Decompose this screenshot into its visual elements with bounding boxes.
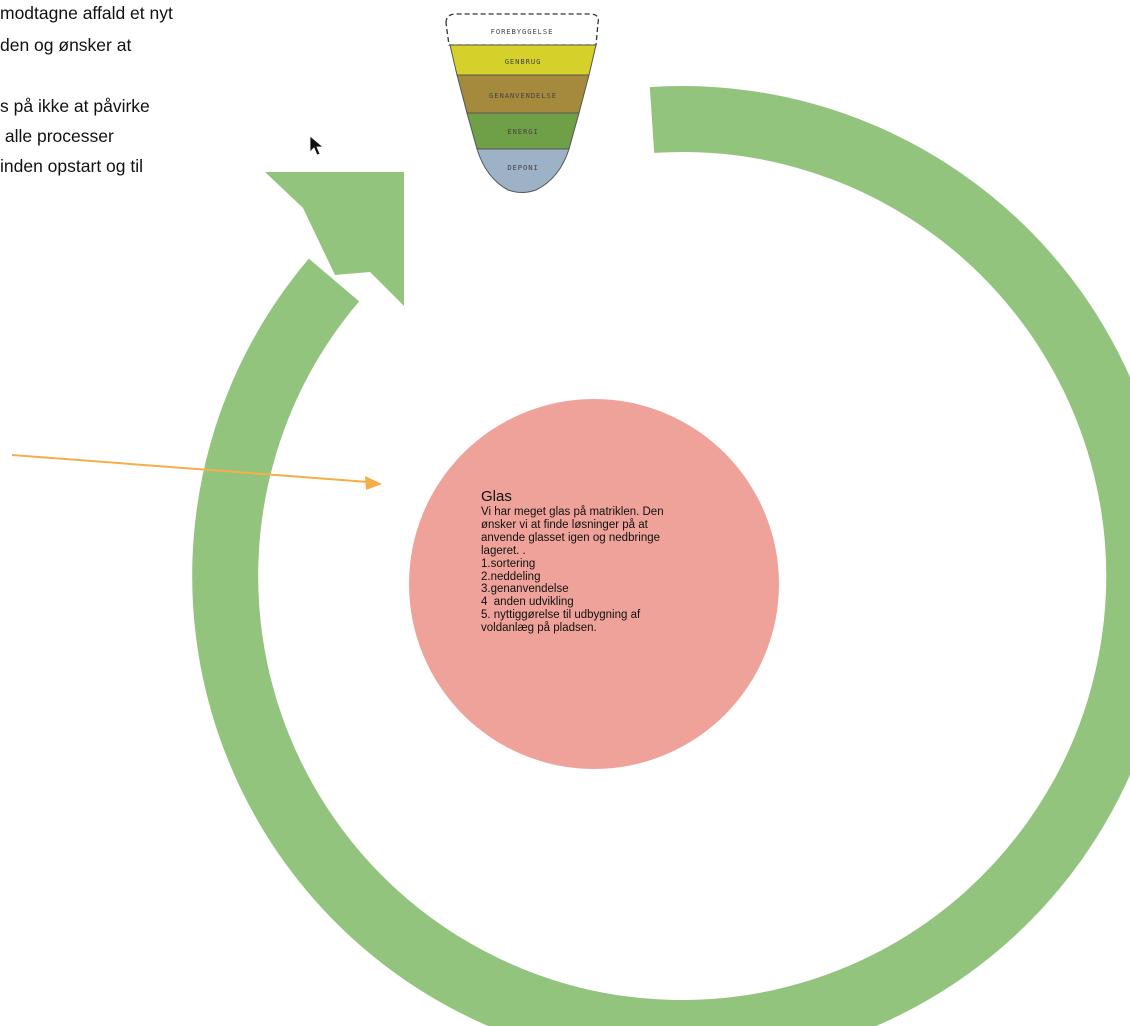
glas-title: Glas: [481, 488, 512, 505]
glas-body: Vi har meget glas på matriklen. Den ønsk…: [481, 506, 721, 635]
cycle-ring: [192, 86, 1130, 1026]
glas-line: 4 anden udvikling: [481, 596, 574, 609]
glas-line: 3.genanvendelse: [481, 583, 569, 596]
glas-line: anvende glasset igen og nedbringe: [481, 531, 661, 544]
pointer-arrow-line: [11, 454, 369, 483]
pyramid-label-forebyggelse: FOREBYGGELSE: [491, 27, 554, 36]
glas-line: 2.neddeling: [481, 570, 541, 583]
pyramid-label-genanvendelse: GENANVENDELSE: [489, 91, 557, 100]
cycle-arrowhead: [265, 172, 404, 306]
glas-line: voldanlæg på pladsen.: [481, 622, 597, 635]
pyramid-level-forebyggelse: [445, 13, 599, 46]
glas-text-block: Glas Vi har meget glas på matriklen. Den…: [481, 488, 721, 635]
intro-line: modtagne affald et nyt: [0, 3, 173, 23]
glas-line: Vi har meget glas på matriklen. Den: [481, 506, 664, 518]
intro-line: den og ønsker at: [0, 35, 132, 55]
pyramid-label-genbrug: GENBRUG: [505, 57, 542, 66]
glas-line: lageret. .: [481, 544, 526, 557]
glas-line: 5. nyttiggørelse til udbygning af: [481, 609, 641, 622]
glas-line: 1.sortering: [481, 557, 536, 570]
glas-line: ønsker vi at finde løsninger på at: [481, 518, 648, 531]
intro-line: inden opstart og til: [0, 156, 144, 176]
mouse-pointer-icon: [309, 135, 325, 156]
pyramid-label-energi: ENERGI: [507, 127, 538, 136]
intro-line: s på ikke at påvirke: [0, 96, 150, 116]
pyramid-level-deponi: [476, 148, 570, 193]
center-circle: [409, 399, 779, 769]
intro-text: modtagne affald et nyt den og ønsker at …: [0, 0, 173, 176]
intro-line: alle processer: [0, 126, 114, 146]
pyramid-label-deponi: DEPONI: [507, 163, 538, 172]
pointer-arrow-head: [365, 476, 382, 490]
waste-hierarchy-pyramid: FOREBYGGELSE GENBRUG GENANVENDELSE ENERG…: [445, 13, 599, 193]
